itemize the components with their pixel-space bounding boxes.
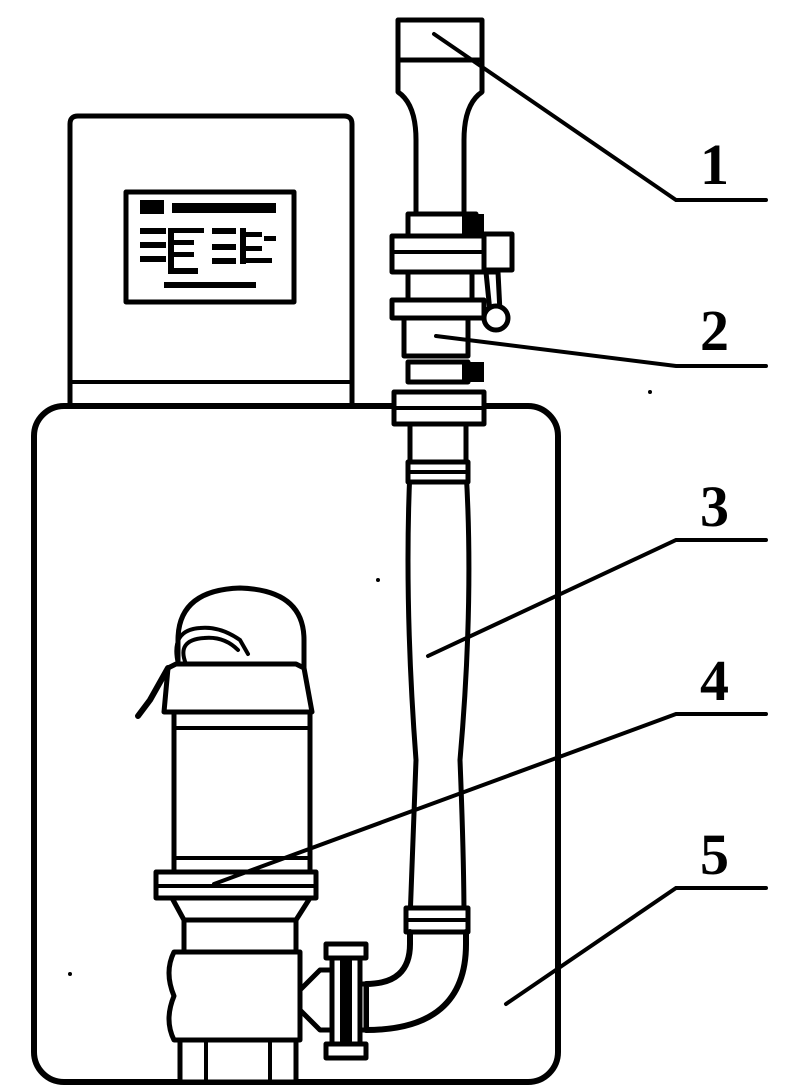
nameplate <box>123 189 297 305</box>
callout-2: 2 <box>700 298 729 363</box>
leader-lines <box>212 32 768 1006</box>
nozzle-outlet <box>395 17 485 217</box>
leader-line-1 <box>432 32 768 202</box>
submersible-pump <box>135 585 369 1085</box>
leader-line-3 <box>426 538 768 658</box>
leader-line-5 <box>504 886 768 1006</box>
callout-5: 5 <box>700 822 729 887</box>
leader-line-2 <box>434 334 768 368</box>
valve-assembly <box>389 211 515 427</box>
callout-4: 4 <box>700 648 729 713</box>
callout-3: 3 <box>700 474 729 539</box>
hose <box>363 421 472 1033</box>
leader-line-4 <box>212 712 768 886</box>
callouts: 1 2 3 4 5 <box>700 132 729 887</box>
callout-1: 1 <box>700 132 729 197</box>
control-box <box>67 113 355 404</box>
